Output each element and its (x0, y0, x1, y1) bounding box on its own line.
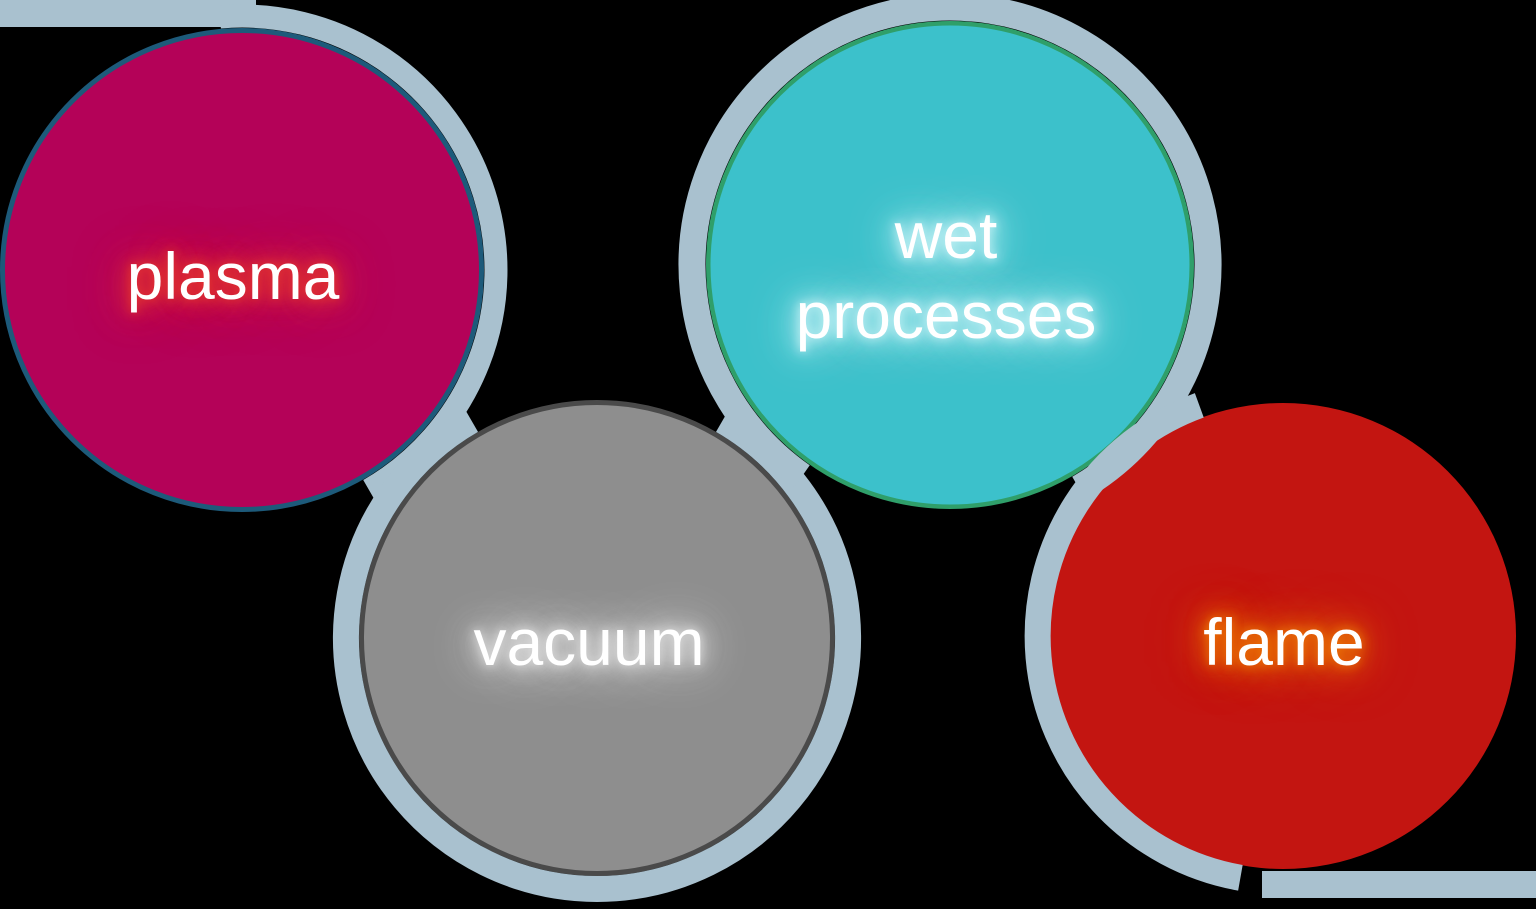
flame-label-text: flame (1203, 605, 1365, 679)
wet-processes-circle (706, 21, 1194, 509)
wet-processes-ring-arc (678, 0, 1222, 501)
vacuum-label: vacuum (473, 602, 704, 682)
vacuum-ring-arc (333, 409, 861, 902)
vacuum-label-text: vacuum (473, 605, 705, 679)
plasma-label-text: plasma (126, 239, 340, 313)
plasma-label: plasma (127, 236, 340, 316)
wet-processes-label: wet processes (796, 195, 1097, 355)
ring-bar-top-left (0, 0, 256, 27)
ring-bar-bottom-right (1262, 871, 1536, 898)
plasma-circle (0, 28, 484, 512)
vacuum-circle (359, 400, 835, 876)
plasma-ring-arc (218, 4, 508, 500)
wet-processes-label-line-2: processes (795, 278, 1097, 352)
flame-circle (1050, 403, 1516, 869)
flame-label: flame (1203, 602, 1364, 682)
wet-processes-label-line-1: wet (894, 198, 998, 272)
flame-ring-arc (1024, 393, 1243, 891)
